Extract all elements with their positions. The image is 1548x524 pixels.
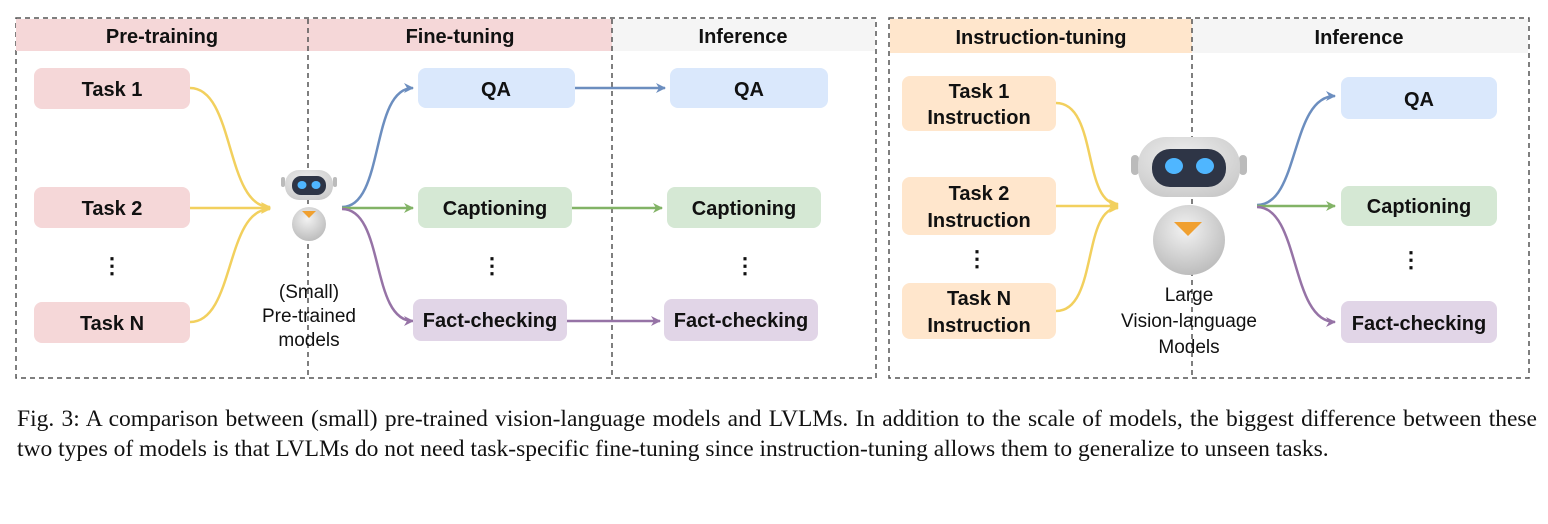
task-ellipsis: ⋮ [101, 253, 123, 278]
small-model-label-line2: Pre-trained [262, 306, 356, 327]
instruction-1-line2: Instruction [927, 107, 1030, 129]
left-panel: Pre-training Fine-tuning Inference Task … [15, 17, 877, 379]
inf-captioning-label: Captioning [692, 198, 796, 220]
lvlm-captioning-box [1341, 186, 1497, 226]
lvlm-ellipsis: ⋮ [1400, 247, 1422, 272]
inf-factcheck-label: Fact-checking [674, 310, 808, 332]
pretraining-header-bg [16, 19, 308, 51]
inference-header-bg [612, 19, 875, 51]
finetuning-header: Fine-tuning [406, 26, 515, 48]
ft-factcheck-box [413, 299, 567, 341]
inf-ellipsis-left: ⋮ [734, 253, 756, 278]
arrow-lvlm-to-factcheck [1256, 205, 1336, 327]
lvlm-label-line1: Large [1165, 285, 1214, 306]
instruction-tuning-header: Instruction-tuning [955, 27, 1126, 49]
ft-qa-label: QA [481, 79, 511, 101]
ft-qa-box [418, 68, 575, 108]
small-robot-icon [281, 170, 337, 241]
lvlm-captioning-label: Captioning [1367, 196, 1471, 218]
arrow-lvlm-to-qa [1256, 91, 1336, 207]
figure-caption: Fig. 3: A comparison between (small) pre… [17, 406, 1537, 462]
pretraining-header: Pre-training [106, 26, 218, 48]
arrow-taskn-to-model [189, 204, 271, 324]
task-2-box [34, 187, 190, 228]
instruction-1-box [902, 76, 1056, 131]
ft-captioning-box [418, 187, 572, 228]
inf-qa-box [670, 68, 828, 108]
task-1-box [34, 68, 190, 109]
arrow-model-to-qa [341, 83, 414, 209]
inf-factcheck-box [664, 299, 818, 341]
task-2-label: Task 2 [82, 198, 143, 220]
right-panel: Instruction-tuning Inference Task 1 Inst… [888, 17, 1530, 379]
finetuning-header-bg [308, 19, 612, 51]
instruction-2-box [902, 177, 1056, 235]
inference-header-right-bg [1192, 19, 1528, 53]
task-n-label: Task N [80, 313, 144, 335]
arrow-instr1-to-lvlm [1055, 101, 1119, 209]
arrow-instrn-to-lvlm [1055, 203, 1119, 313]
inference-header-right: Inference [1315, 27, 1404, 49]
instruction-n-line1: Task N [947, 288, 1011, 310]
lvlm-factcheck-box [1341, 301, 1497, 343]
inf-qa-label: QA [734, 79, 764, 101]
arrow-model-to-factcheck [341, 207, 414, 326]
ft-captioning-label: Captioning [443, 198, 547, 220]
instruction-2-line2: Instruction [927, 210, 1030, 232]
small-model-label-line1: (Small) [279, 282, 339, 303]
lvlm-label-line2: Vision-language [1121, 311, 1257, 332]
arrow-task1-to-model [189, 86, 271, 212]
lvlm-factcheck-label: Fact-checking [1352, 313, 1486, 335]
left-panel-border [15, 17, 877, 379]
instruction-1-line1: Task 1 [949, 81, 1010, 103]
instruction-n-line2: Instruction [927, 315, 1030, 337]
lvlm-label-line3: Models [1158, 337, 1219, 358]
lvlm-qa-box [1341, 77, 1497, 119]
lvlm-qa-label: QA [1404, 89, 1434, 111]
inference-header-left: Inference [699, 26, 788, 48]
instruction-tuning-header-bg [890, 19, 1192, 53]
ft-ellipsis: ⋮ [481, 253, 503, 278]
task-1-label: Task 1 [82, 79, 143, 101]
inf-captioning-box [667, 187, 821, 228]
instruction-ellipsis: ⋮ [966, 246, 988, 271]
small-model-label-line3: models [278, 330, 339, 351]
large-robot-icon [1131, 137, 1247, 275]
instruction-n-box [902, 283, 1056, 339]
task-n-box [34, 302, 190, 343]
right-panel-border [888, 17, 1530, 379]
instruction-2-line1: Task 2 [949, 183, 1010, 205]
comparison-diagram: Pre-training Fine-tuning Inference Task … [15, 17, 1530, 379]
ft-factcheck-label: Fact-checking [423, 310, 557, 332]
